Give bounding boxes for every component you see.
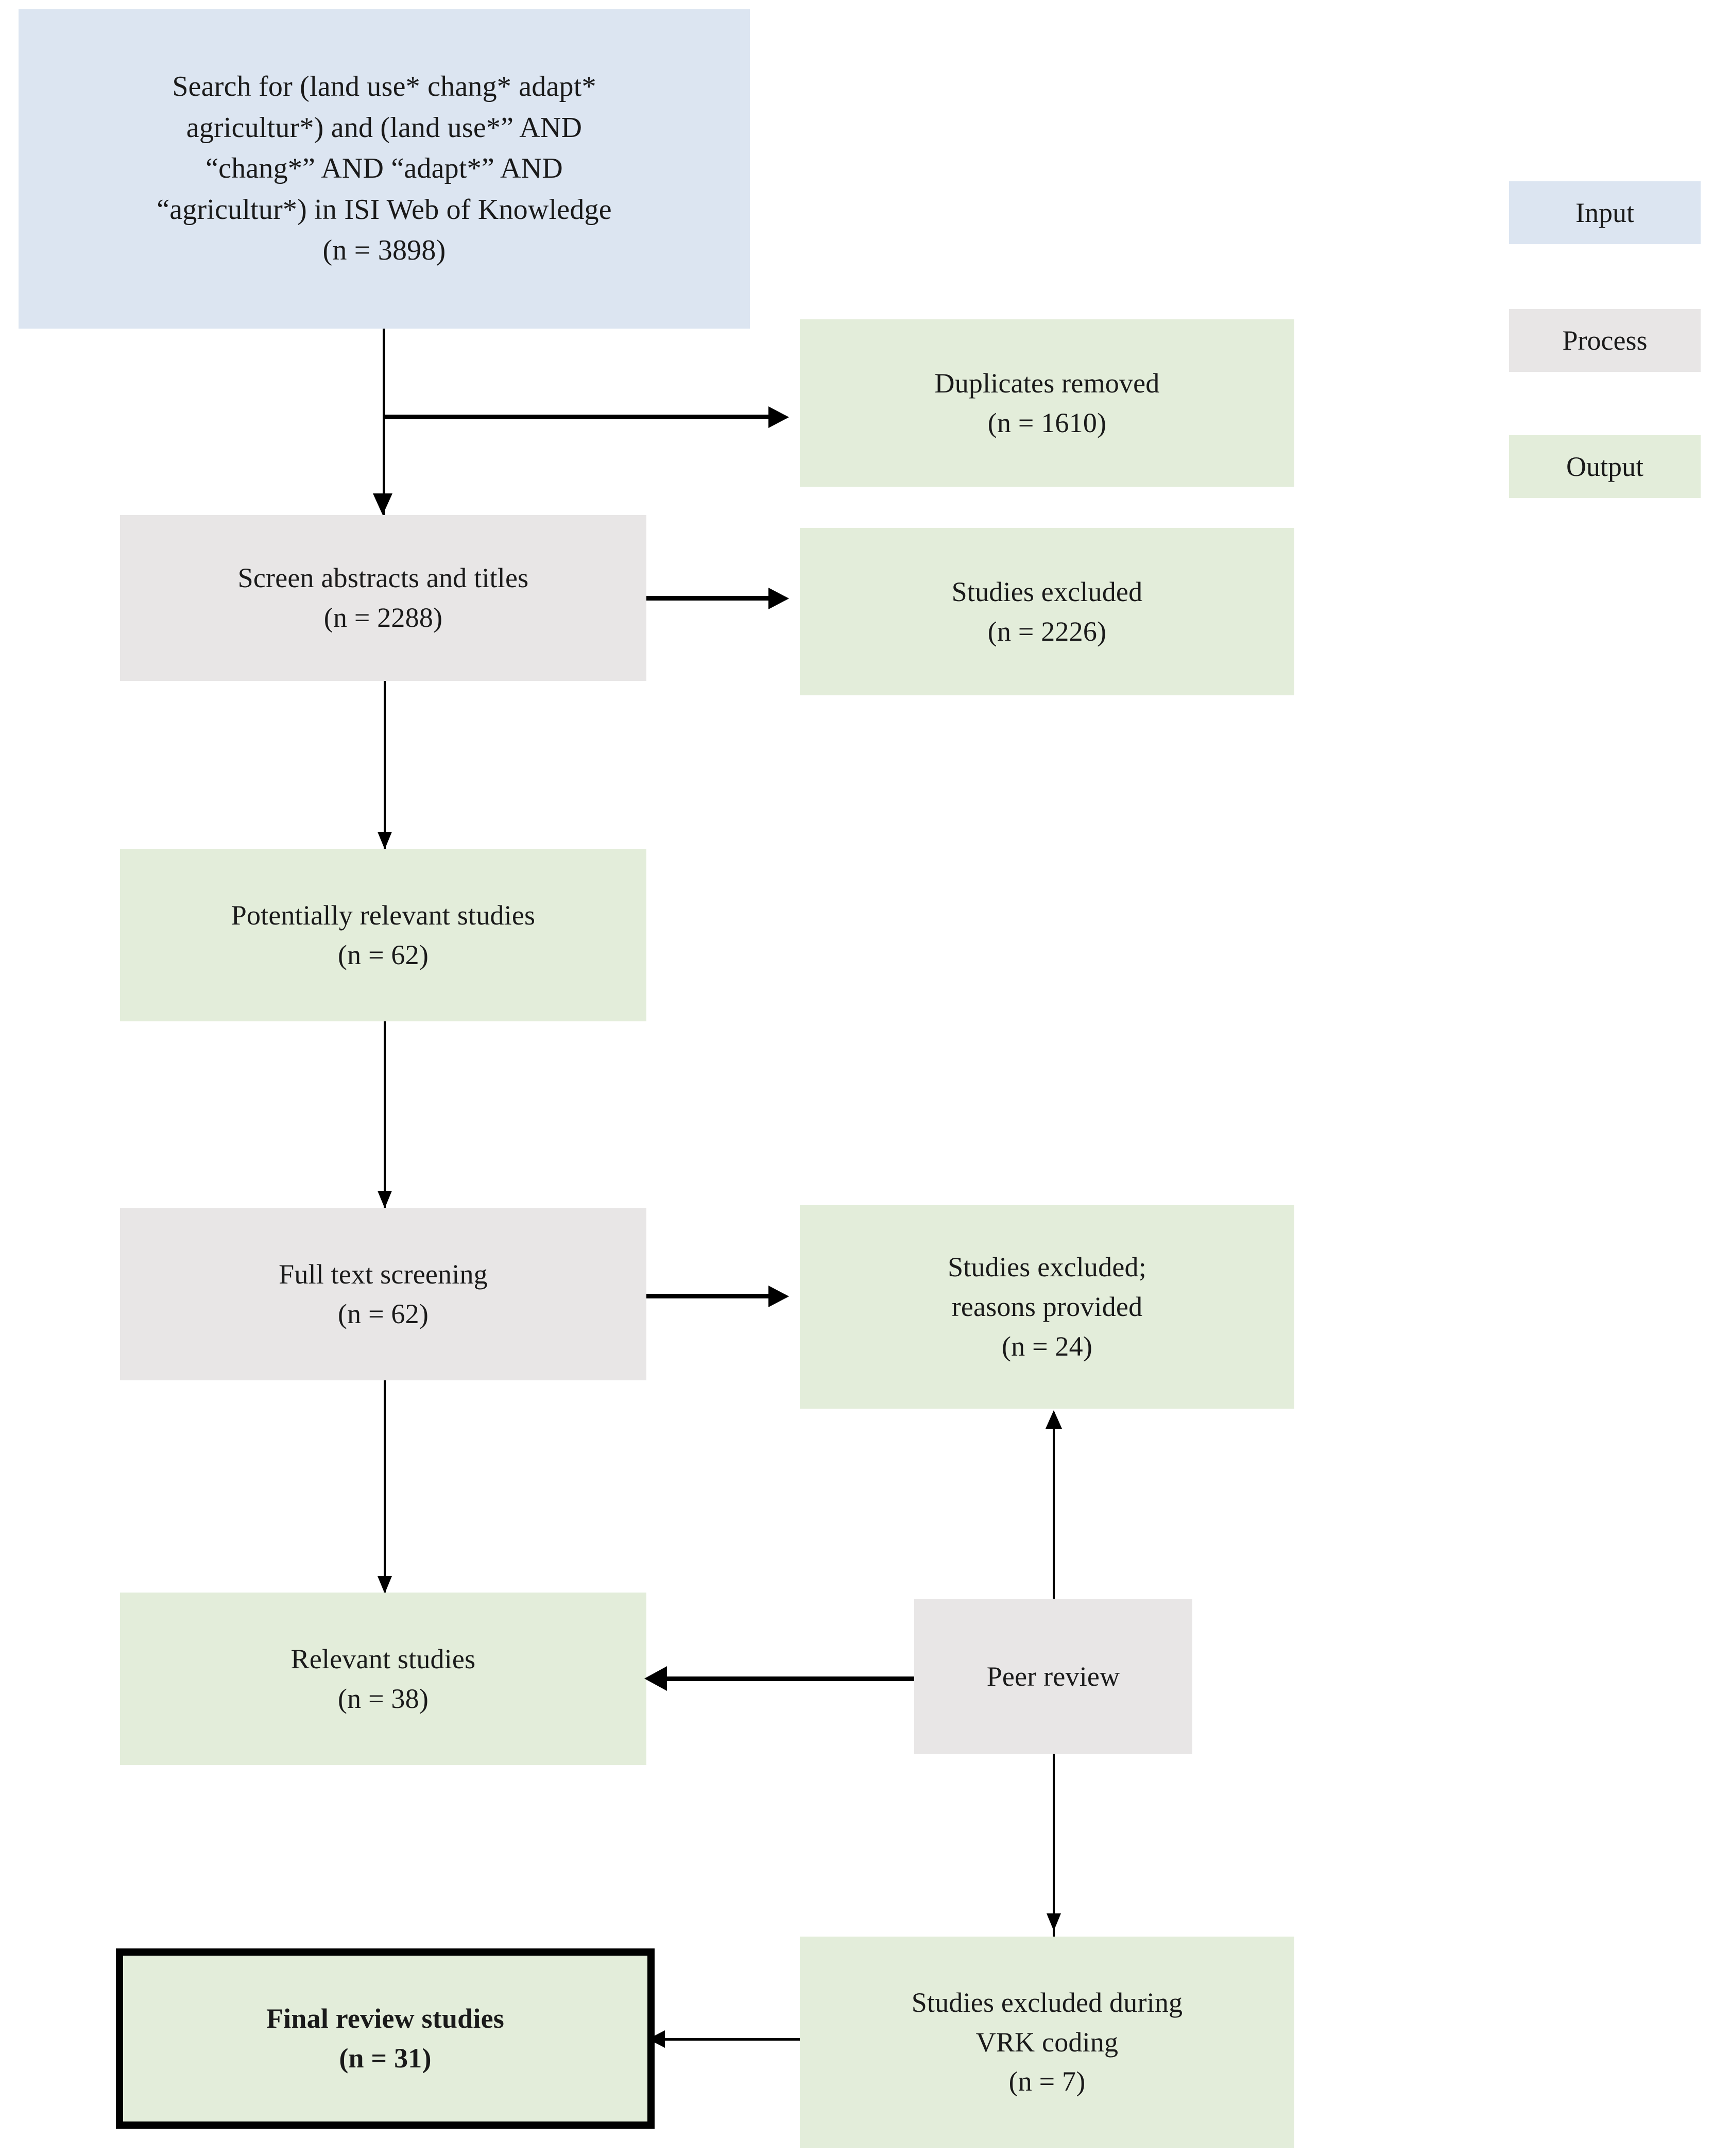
node-studies-excluded-screening[interactable]: Studies excluded (n = 2226) xyxy=(800,528,1294,695)
node-line: Search for (land use* chang* adapt* xyxy=(172,71,596,103)
node-screen-abstracts-titles[interactable]: Screen abstracts and titles (n = 2288) xyxy=(120,515,646,681)
legend-label-output: Output xyxy=(1566,451,1643,482)
node-search-query[interactable]: Search for (land use* chang* adapt* agri… xyxy=(19,9,750,329)
legend-label-input: Input xyxy=(1575,197,1634,228)
legend-swatch-input: Input xyxy=(1509,181,1701,244)
node-line: Final review studies xyxy=(266,2003,504,2034)
arrowhead-screen-to-excluded1 xyxy=(768,588,789,609)
node-line: Full text screening xyxy=(279,1258,488,1290)
connector-peer-review-to-relevant-studies xyxy=(664,1676,914,1681)
node-line: Screen abstracts and titles xyxy=(237,562,529,594)
connector-screen-to-excluded1 xyxy=(646,596,770,601)
connector-full-text-to-excluded-reasons xyxy=(646,1294,770,1298)
arrowhead-peer-review-to-vrk-excluded xyxy=(1047,1913,1061,1931)
arrowhead-screen-to-potentially-relevant xyxy=(378,832,392,849)
node-line: Potentially relevant studies xyxy=(231,899,536,931)
node-line: VRK coding xyxy=(975,2026,1119,2058)
legend-swatch-output: Output xyxy=(1509,435,1701,498)
node-line: “agricultur*) in ISI Web of Knowledge xyxy=(157,193,612,226)
arrowhead-full-text-to-relevant-studies xyxy=(378,1576,392,1594)
node-vrk-excluded[interactable]: Studies excluded during VRK coding (n = … xyxy=(800,1937,1294,2148)
legend-swatch-process: Process xyxy=(1509,309,1701,372)
connector-potentially-relevant-to-full-text xyxy=(384,1021,386,1214)
legend-label-process: Process xyxy=(1562,325,1648,356)
connector-peer-review-to-vrk-excluded xyxy=(1053,1754,1055,1937)
node-line: (n = 1610) xyxy=(987,407,1107,438)
arrowhead-peer-review-to-relevant-studies xyxy=(644,1666,667,1691)
node-line: “chang*” AND “adapt*” AND xyxy=(205,152,563,185)
connector-search-to-screen-stem xyxy=(383,329,385,522)
node-line: Peer review xyxy=(986,1661,1120,1692)
node-final-review-studies[interactable]: Final review studies (n = 31) xyxy=(116,1948,655,2129)
connector-screen-to-potentially-relevant xyxy=(384,681,386,856)
arrowhead-search-to-screen xyxy=(373,493,392,515)
node-line: (n = 2226) xyxy=(987,615,1107,647)
node-line: Studies excluded xyxy=(951,576,1143,607)
node-peer-review[interactable]: Peer review xyxy=(914,1599,1192,1754)
node-line: (n = 7) xyxy=(1008,2066,1086,2097)
node-line: Duplicates removed xyxy=(934,367,1160,399)
arrowhead-potentially-relevant-to-full-text xyxy=(378,1191,392,1208)
node-line: (n = 38) xyxy=(337,1683,429,1714)
node-line: reasons provided xyxy=(951,1291,1143,1323)
node-line: (n = 3898) xyxy=(322,234,446,267)
connector-vrk-excluded-to-final-review xyxy=(663,2038,801,2041)
connector-search-to-duplicates xyxy=(384,415,770,419)
arrowhead-peer-review-to-excluded-reasons xyxy=(1046,1410,1062,1429)
node-line: agricultur*) and (land use*” AND xyxy=(186,111,583,144)
connector-peer-review-to-excluded-reasons xyxy=(1053,1412,1055,1599)
arrowhead-vrk-excluded-to-final-review xyxy=(648,2030,665,2048)
arrowhead-search-to-duplicates xyxy=(768,406,789,428)
node-line: Relevant studies xyxy=(290,1643,476,1674)
node-line: (n = 62) xyxy=(337,939,429,970)
arrowhead-full-text-to-excluded-reasons xyxy=(768,1286,789,1307)
connector-full-text-to-relevant-studies xyxy=(384,1380,386,1599)
node-line: (n = 2288) xyxy=(323,602,443,633)
node-line: (n = 62) xyxy=(337,1298,429,1329)
node-line: Studies excluded during xyxy=(911,1987,1183,2018)
node-line: (n = 31) xyxy=(339,2043,432,2074)
node-full-text-screening[interactable]: Full text screening (n = 62) xyxy=(120,1208,646,1380)
node-studies-excluded-reasons[interactable]: Studies excluded; reasons provided (n = … xyxy=(800,1205,1294,1409)
node-duplicates-removed[interactable]: Duplicates removed (n = 1610) xyxy=(800,319,1294,487)
node-line: Studies excluded; xyxy=(948,1252,1146,1283)
node-potentially-relevant-studies[interactable]: Potentially relevant studies (n = 62) xyxy=(120,849,646,1021)
node-relevant-studies[interactable]: Relevant studies (n = 38) xyxy=(120,1593,646,1765)
node-line: (n = 24) xyxy=(1001,1330,1093,1362)
